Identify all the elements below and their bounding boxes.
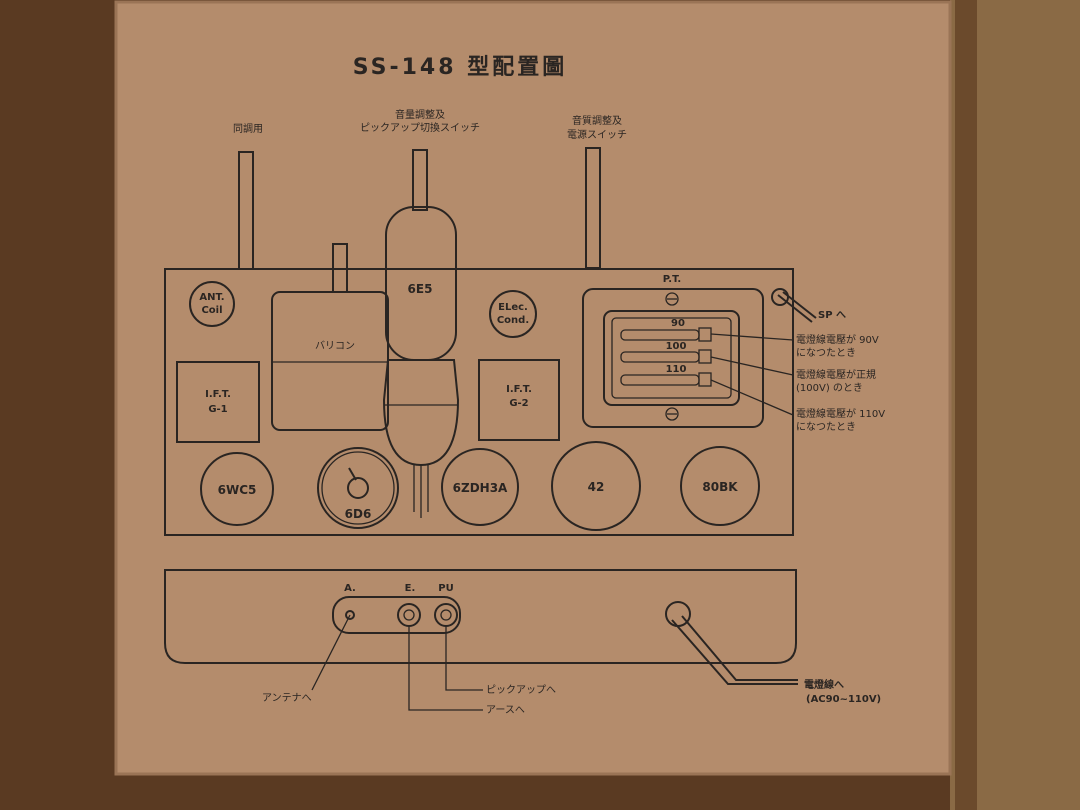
antenna-lead bbox=[311, 614, 351, 691]
term-pu-label: PU bbox=[438, 583, 453, 594]
elec-cond-label-2: Cond. bbox=[497, 315, 529, 326]
tube-42-label: 42 bbox=[588, 480, 605, 494]
terminal-earth-inner bbox=[403, 609, 415, 621]
label-volume-1: 音量調整及 bbox=[395, 108, 445, 121]
note-90-line2: になつたとき bbox=[796, 347, 856, 359]
tube-6e5-label: 6E5 bbox=[408, 282, 433, 296]
pickup-lead bbox=[445, 626, 483, 691]
terminal-antenna bbox=[345, 610, 355, 620]
tap-110-clip bbox=[698, 372, 712, 387]
power-transformer bbox=[582, 288, 764, 428]
label-tone-2: 電源スイッチ bbox=[567, 128, 627, 141]
volume-shaft bbox=[412, 149, 428, 211]
label-tuning-shaft: 同調用 bbox=[233, 122, 263, 135]
voltage-selector-inner bbox=[611, 317, 732, 399]
tube-42 bbox=[551, 441, 641, 531]
diagram-title: SS-148 型配置圖 bbox=[353, 55, 567, 80]
ift-g2-label-2: G-2 bbox=[509, 398, 528, 409]
tap-100-label: 100 bbox=[666, 341, 687, 352]
pt-screw-top bbox=[665, 292, 679, 306]
pt-label: P.T. bbox=[663, 274, 681, 285]
note-90-line1: 電燈線電壓が 90V bbox=[796, 333, 879, 346]
tap-100-clip bbox=[698, 349, 712, 364]
tube-6d6-label: 6D6 bbox=[345, 507, 372, 521]
elec-cond bbox=[489, 290, 537, 338]
voltage-selector bbox=[603, 310, 740, 406]
leader-110 bbox=[710, 379, 794, 416]
tube-6wc5-label: 6WC5 bbox=[218, 483, 257, 497]
ant-coil bbox=[189, 281, 235, 327]
note-100-line2: (100V) のとき bbox=[796, 382, 863, 394]
tube-6e5-leads bbox=[413, 465, 429, 518]
note-110-line1: 電燈線電壓が 110V bbox=[796, 407, 885, 420]
mains-cord bbox=[671, 615, 798, 685]
ant-coil-label-1: ANT. bbox=[199, 292, 224, 303]
ift-g2-label-1: I.F.T. bbox=[506, 384, 532, 395]
paper-sheet bbox=[116, 2, 950, 774]
tube-6e5-socket bbox=[382, 359, 460, 467]
ift-g1 bbox=[176, 361, 260, 443]
tube-80bk bbox=[680, 446, 760, 526]
tube-80bk-label: 80BK bbox=[702, 480, 738, 494]
to-mains-label-2: (AC90~110V) bbox=[806, 694, 881, 705]
term-e-label: E. bbox=[405, 583, 416, 594]
tap-90-label: 90 bbox=[671, 318, 685, 329]
leader-100 bbox=[710, 356, 794, 376]
ift-g2 bbox=[478, 359, 560, 441]
earth-lead bbox=[408, 626, 483, 711]
sp-label: SP へ bbox=[818, 310, 846, 321]
label-tone-1: 音質調整及 bbox=[572, 114, 622, 127]
tap-110-label: 110 bbox=[666, 364, 687, 375]
ift-g1-label-2: G-1 bbox=[208, 404, 227, 415]
tube-6d6-grid-lead bbox=[348, 467, 357, 481]
leader-90 bbox=[710, 333, 794, 341]
elec-cond-label-1: ELec. bbox=[498, 302, 528, 313]
ift-g1-label-1: I.F.T. bbox=[205, 389, 231, 400]
to-pickup-label: ピックアップへ bbox=[486, 684, 556, 696]
label-volume-2: ピックアップ切換スイッチ bbox=[360, 122, 480, 134]
term-a-label: A. bbox=[344, 583, 356, 594]
pt-screw-bottom bbox=[665, 407, 679, 421]
sp-cable bbox=[777, 291, 817, 323]
tube-6d6 bbox=[317, 447, 399, 529]
note-100-line1: 電燈線電壓が正規 bbox=[796, 368, 876, 381]
terminal-board bbox=[332, 596, 461, 634]
chassis-rear-panel bbox=[164, 569, 797, 664]
tube-6zdh3a-label: 6ZDH3A bbox=[453, 481, 508, 495]
tube-6d6-grid-cap bbox=[347, 477, 369, 499]
paper-edge bbox=[114, 0, 952, 776]
tube-6zdh3a bbox=[441, 448, 519, 526]
wood-edge bbox=[955, 0, 977, 810]
terminal-pickup-inner bbox=[440, 609, 452, 621]
variable-capacitor-label: バリコン bbox=[315, 340, 355, 352]
to-mains-label-1: 電燈線へ bbox=[804, 678, 844, 691]
note-110-line2: になつたとき bbox=[796, 421, 856, 433]
to-antenna-label: アンテナへ bbox=[262, 692, 312, 704]
chassis-top bbox=[164, 268, 794, 536]
to-earth-label: アースへ bbox=[486, 705, 525, 716]
tube-6wc5 bbox=[200, 452, 274, 526]
tube-6d6-ring bbox=[321, 451, 395, 525]
ant-coil-label-2: Coil bbox=[201, 305, 222, 316]
